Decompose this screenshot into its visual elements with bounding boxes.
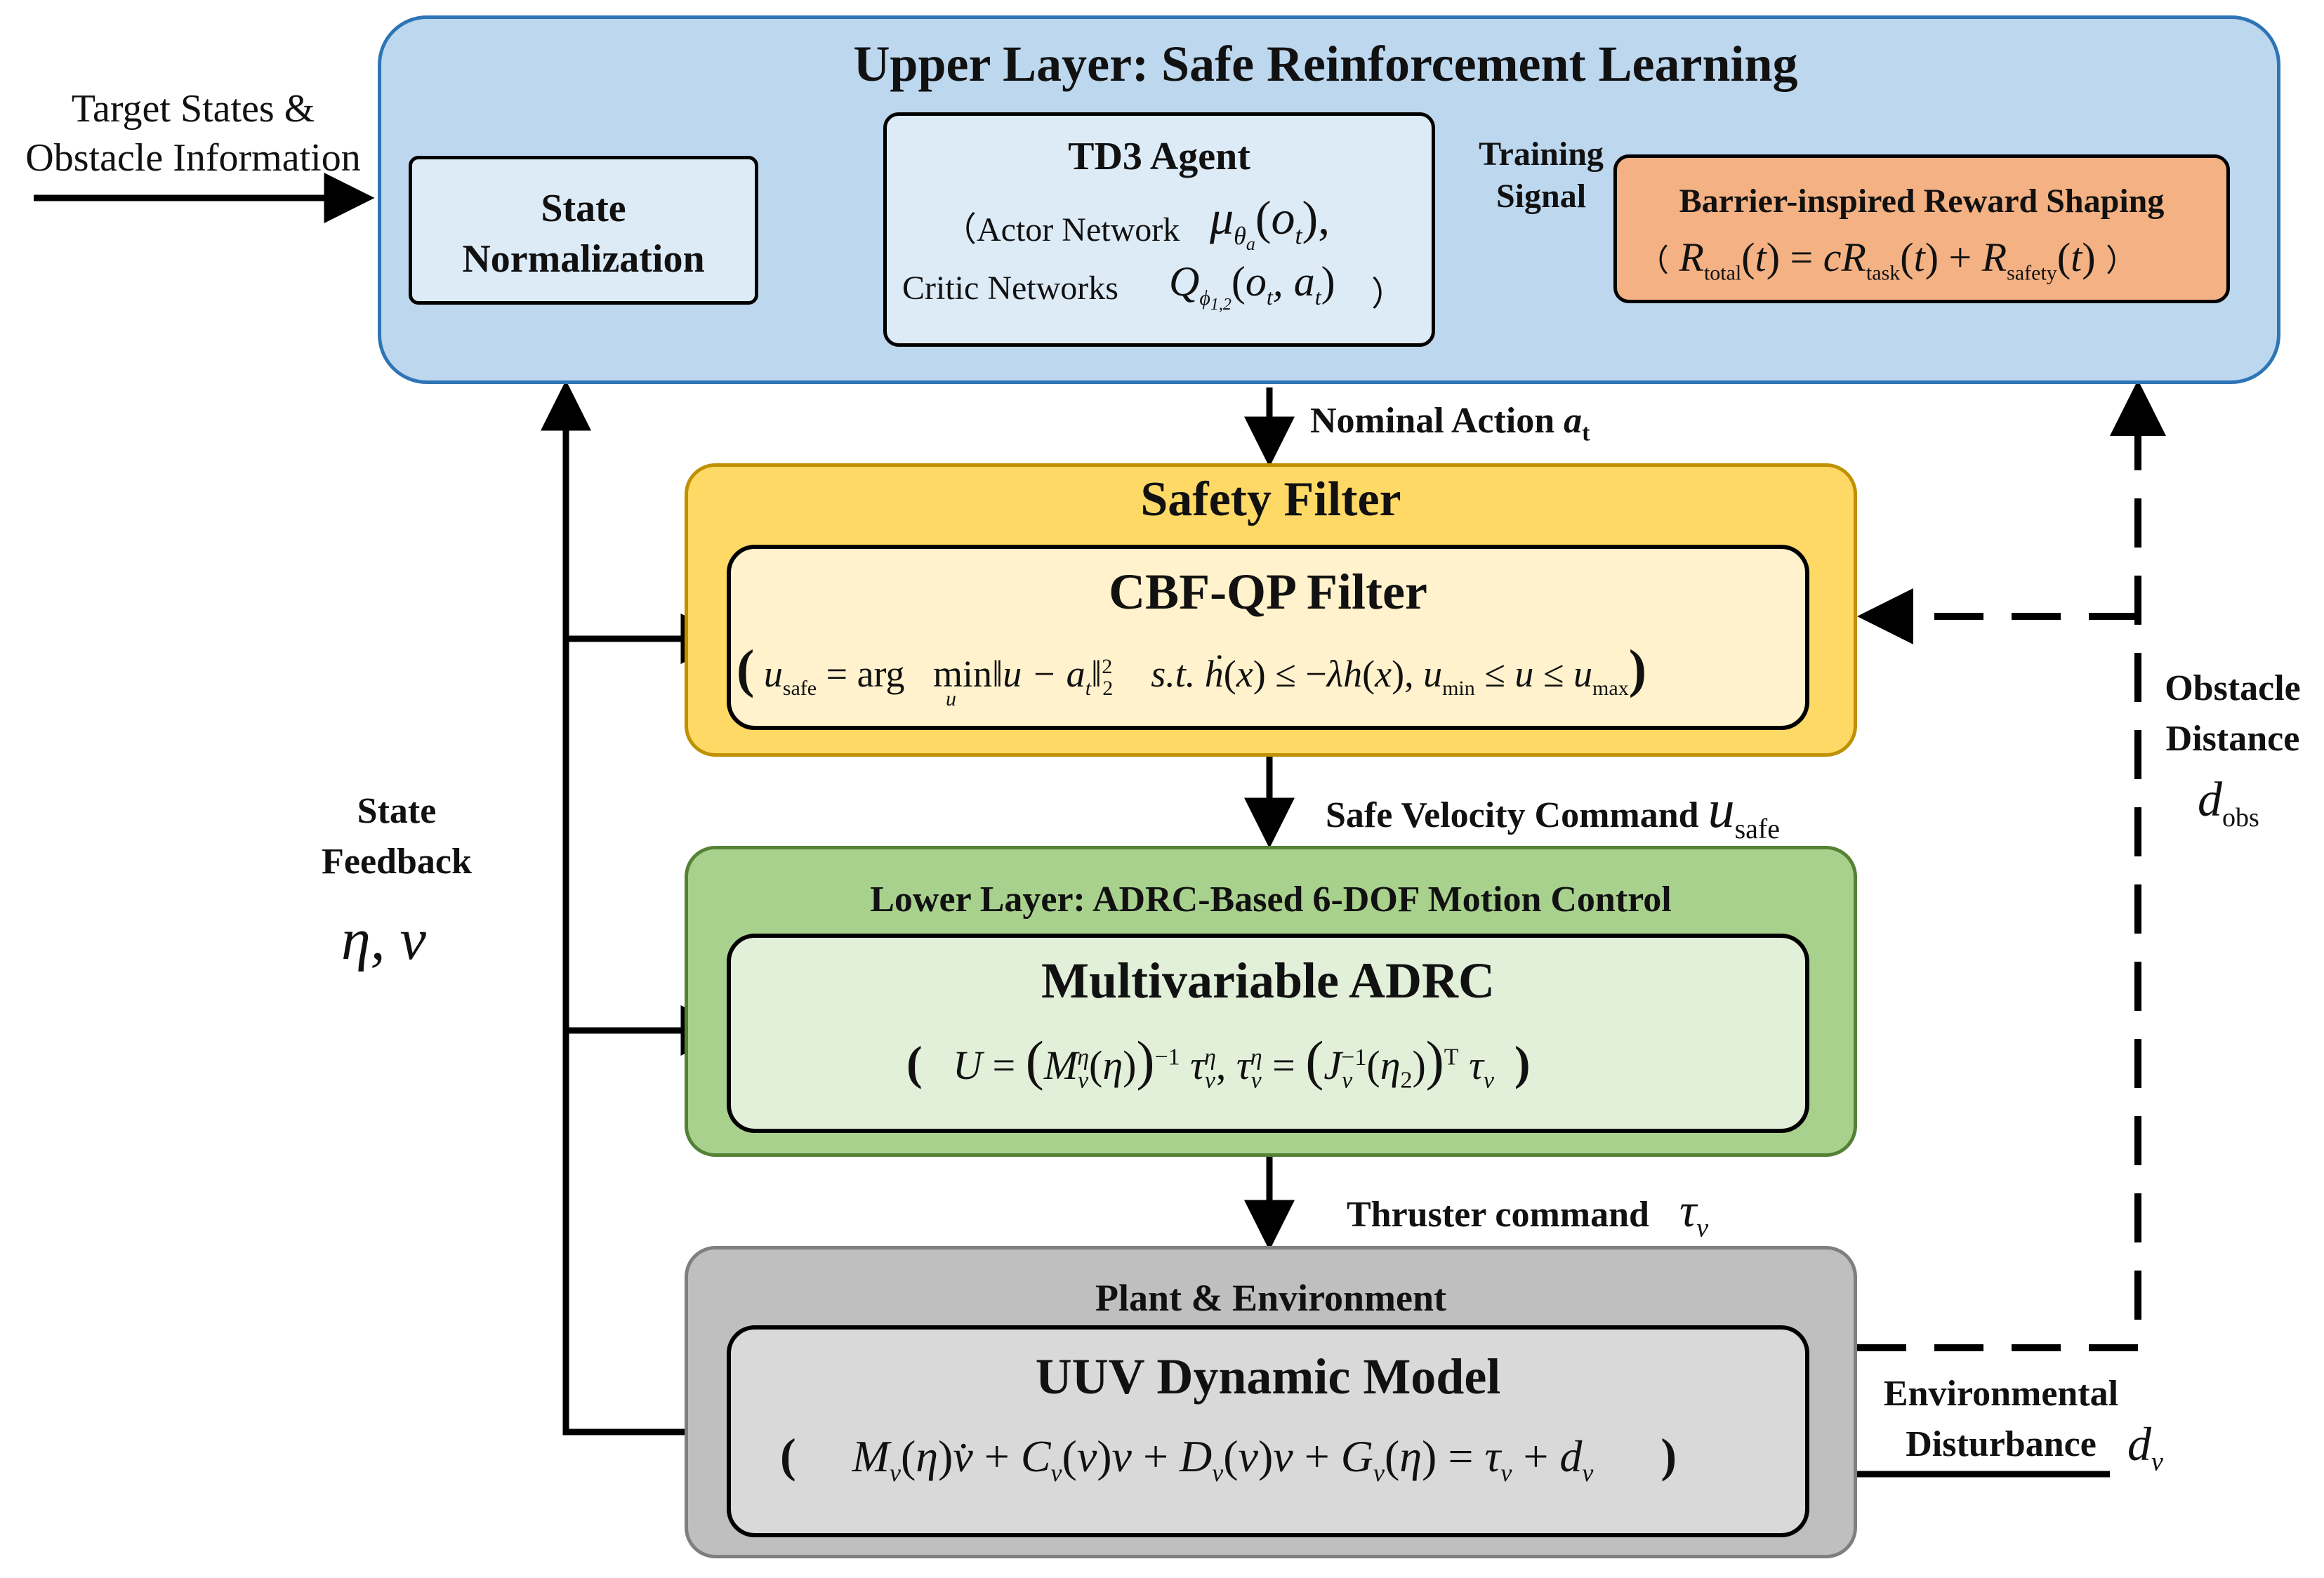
environmental-disturbance-line1: Environmental: [1883, 1374, 2119, 1414]
training-signal-line2: Signal: [1496, 178, 1587, 215]
plant-title: Plant & Environment: [1095, 1277, 1447, 1319]
td3-agent-title: TD3 Agent: [1068, 135, 1250, 178]
lower-layer-title: Lower Layer: ADRC-Based 6-DOF Motion Con…: [870, 880, 1672, 920]
nominal-action-label: Nominal Action at: [1310, 400, 1590, 446]
state-normalization-box: State Normalization: [409, 156, 758, 305]
td3-close-paren: ）: [1371, 276, 1406, 313]
thruster-command-symbol: τv: [1679, 1184, 1709, 1243]
thruster-command-text: Thruster command: [1347, 1195, 1649, 1235]
upper-layer-title: Upper Layer: Safe Reinforcement Learning: [853, 36, 1798, 92]
actor-network-label: （Actor Network: [943, 211, 1180, 248]
environmental-disturbance-label: Environmental Disturbance: [1854, 1369, 2148, 1470]
state-feedback-line1: State: [357, 791, 437, 831]
input-label-line1: Target States &: [71, 87, 315, 131]
state-feedback-line: [562, 393, 730, 1436]
uuv-dynamics-formula: ( Mv(η)v̇ + Cv(v)v + Dv(v)v + Gv(η) = τv…: [780, 1428, 1677, 1487]
thruster-command-label: Thruster command τv: [1347, 1183, 1708, 1244]
safe-velocity-label: Safe Velocity Command usafe: [1326, 779, 1780, 845]
state-normalization-line1: State: [541, 187, 626, 230]
critic-networks-label: Critic Networks: [902, 270, 1118, 307]
td3-agent-box: TD3 Agent （Actor Network μθa(ot), Critic…: [883, 112, 1435, 347]
nominal-action-text: Nominal Action: [1310, 401, 1555, 441]
training-signal-label: Training Signal: [1460, 133, 1622, 218]
state-feedback-symbol: η, v: [341, 907, 426, 972]
safe-velocity-text: Safe Velocity Command: [1326, 795, 1699, 835]
actor-network-formula: μθa(ot),: [1210, 191, 1331, 254]
obstacle-distance-label: Obstacle Distance: [2148, 663, 2317, 764]
reward-shaping-title: Barrier-inspired Reward Shaping: [1679, 183, 2165, 220]
input-label: Target States & Obstacle Information: [7, 84, 379, 183]
obstacle-distance-line2: Distance: [2165, 719, 2300, 759]
obstacle-distance-dashed-line: [1857, 400, 2141, 1351]
multivariable-adrc-title: Multivariable ADRC: [1041, 953, 1495, 1009]
obstacle-distance-line1: Obstacle: [2165, 668, 2301, 708]
state-feedback-line2: Feedback: [322, 842, 472, 882]
adrc-formula: ( U = (Mvη(η))−1 τvη, τvη = (Jv−1(η2))T …: [906, 1030, 1531, 1094]
nominal-action-symbol: at: [1564, 401, 1590, 446]
cbf-qp-filter-title: CBF-QP Filter: [1109, 564, 1427, 620]
reward-shaping-box: Barrier-inspired Reward Shaping （ Rtotal…: [1613, 154, 2230, 303]
multivariable-adrc-box: Multivariable ADRC ( U = (Mvη(η))−1 τvη,…: [727, 934, 1809, 1133]
environmental-disturbance-line2: Disturbance: [1906, 1424, 2097, 1464]
state-normalization-line2: Normalization: [462, 237, 705, 281]
safety-filter-title: Safety Filter: [1140, 472, 1401, 526]
reward-shaping-formula: （ Rtotal(t) = cRtask(t) + Rsafety(t) ）: [1638, 234, 2137, 285]
environmental-disturbance-symbol: dv: [2127, 1417, 2163, 1477]
state-feedback-label: State Feedback: [288, 786, 506, 887]
uuv-dynamic-model-title: UUV Dynamic Model: [1035, 1348, 1501, 1405]
safe-velocity-symbol: usafe: [1708, 780, 1780, 845]
uuv-dynamic-model-box: UUV Dynamic Model ( Mv(η)v̇ + Cv(v)v + D…: [727, 1325, 1809, 1537]
input-label-line2: Obstacle Information: [25, 136, 361, 180]
obstacle-distance-symbol: dobs: [2198, 773, 2259, 833]
critic-networks-formula: Qϕ1,2(ot, at): [1169, 258, 1335, 314]
training-signal-line1: Training: [1479, 135, 1604, 173]
